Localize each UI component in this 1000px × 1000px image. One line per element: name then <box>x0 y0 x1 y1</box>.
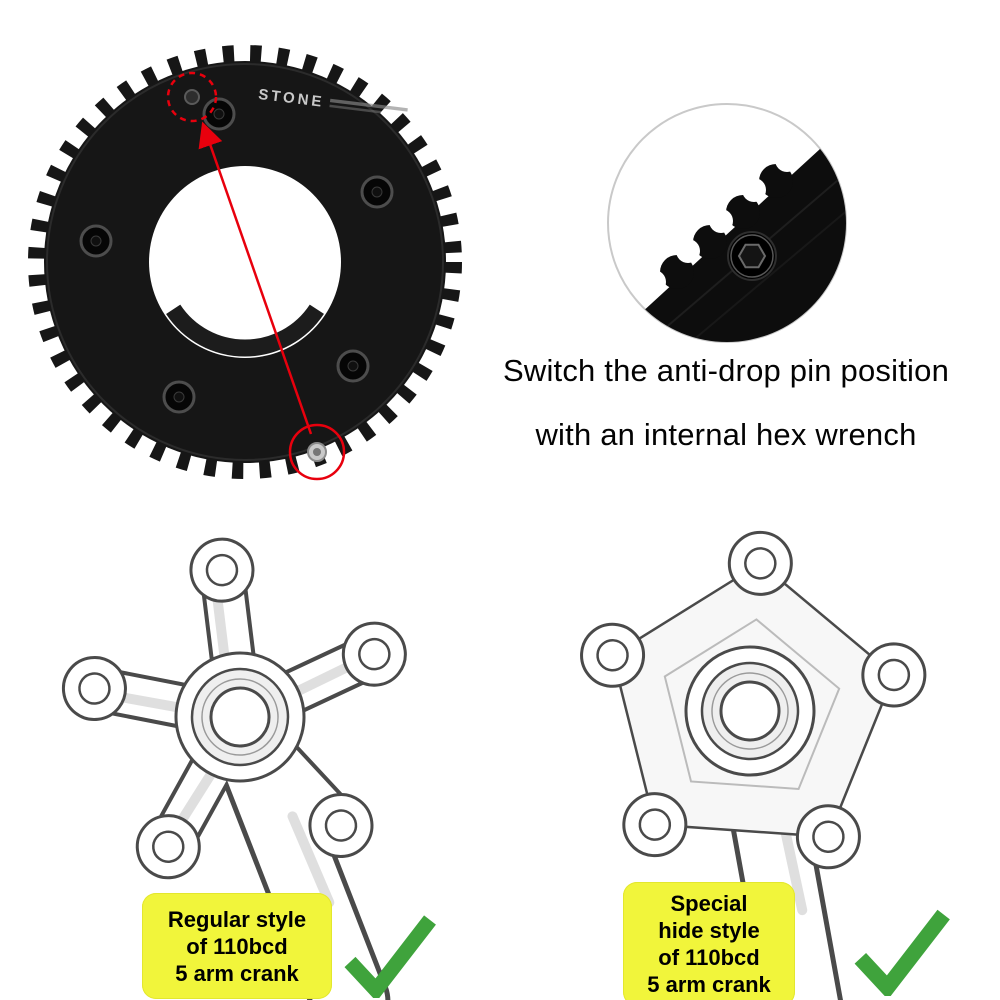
label-line: of 110bcd <box>658 945 760 970</box>
pin-hole-top <box>184 89 200 105</box>
pin-highlight-solid-circle <box>288 423 346 481</box>
instruction-line-1: Switch the anti-drop pin position <box>502 353 950 388</box>
chainring-center-hole <box>149 166 341 358</box>
checkmark-icon <box>344 915 436 998</box>
label-line: Special <box>670 891 748 916</box>
pin-highlight-arrow <box>198 121 313 435</box>
inner-chainring-arc <box>150 167 340 357</box>
label-line: of 110bcd <box>186 933 288 959</box>
label-regular-style: Regular style of 110bcd 5 arm crank <box>142 893 332 999</box>
spec-engraving <box>329 98 408 112</box>
label-line: 5 arm crank <box>647 972 771 997</box>
label-line: hide style <box>658 918 760 943</box>
pin-screw-bottom <box>307 442 327 462</box>
instruction-line-2: with an internal hex wrench <box>535 417 917 453</box>
label-special-hide-style: Special hide style of 110bcd 5 arm crank <box>623 882 795 1000</box>
label-line: Regular style <box>167 906 307 932</box>
chainring-bolts <box>79 97 394 414</box>
label-line: 5 arm crank <box>175 960 299 986</box>
hex-bolt-icon <box>727 231 777 281</box>
chainring-teeth <box>28 45 462 479</box>
instruction-text: Switch the anti-drop pin position with a… <box>452 352 1000 480</box>
chainring-photo: STONE <box>28 45 462 481</box>
pin-highlight-dashed-circle <box>166 71 218 123</box>
pin-closeup-inset <box>607 103 847 343</box>
checkmark-icon <box>854 909 950 996</box>
